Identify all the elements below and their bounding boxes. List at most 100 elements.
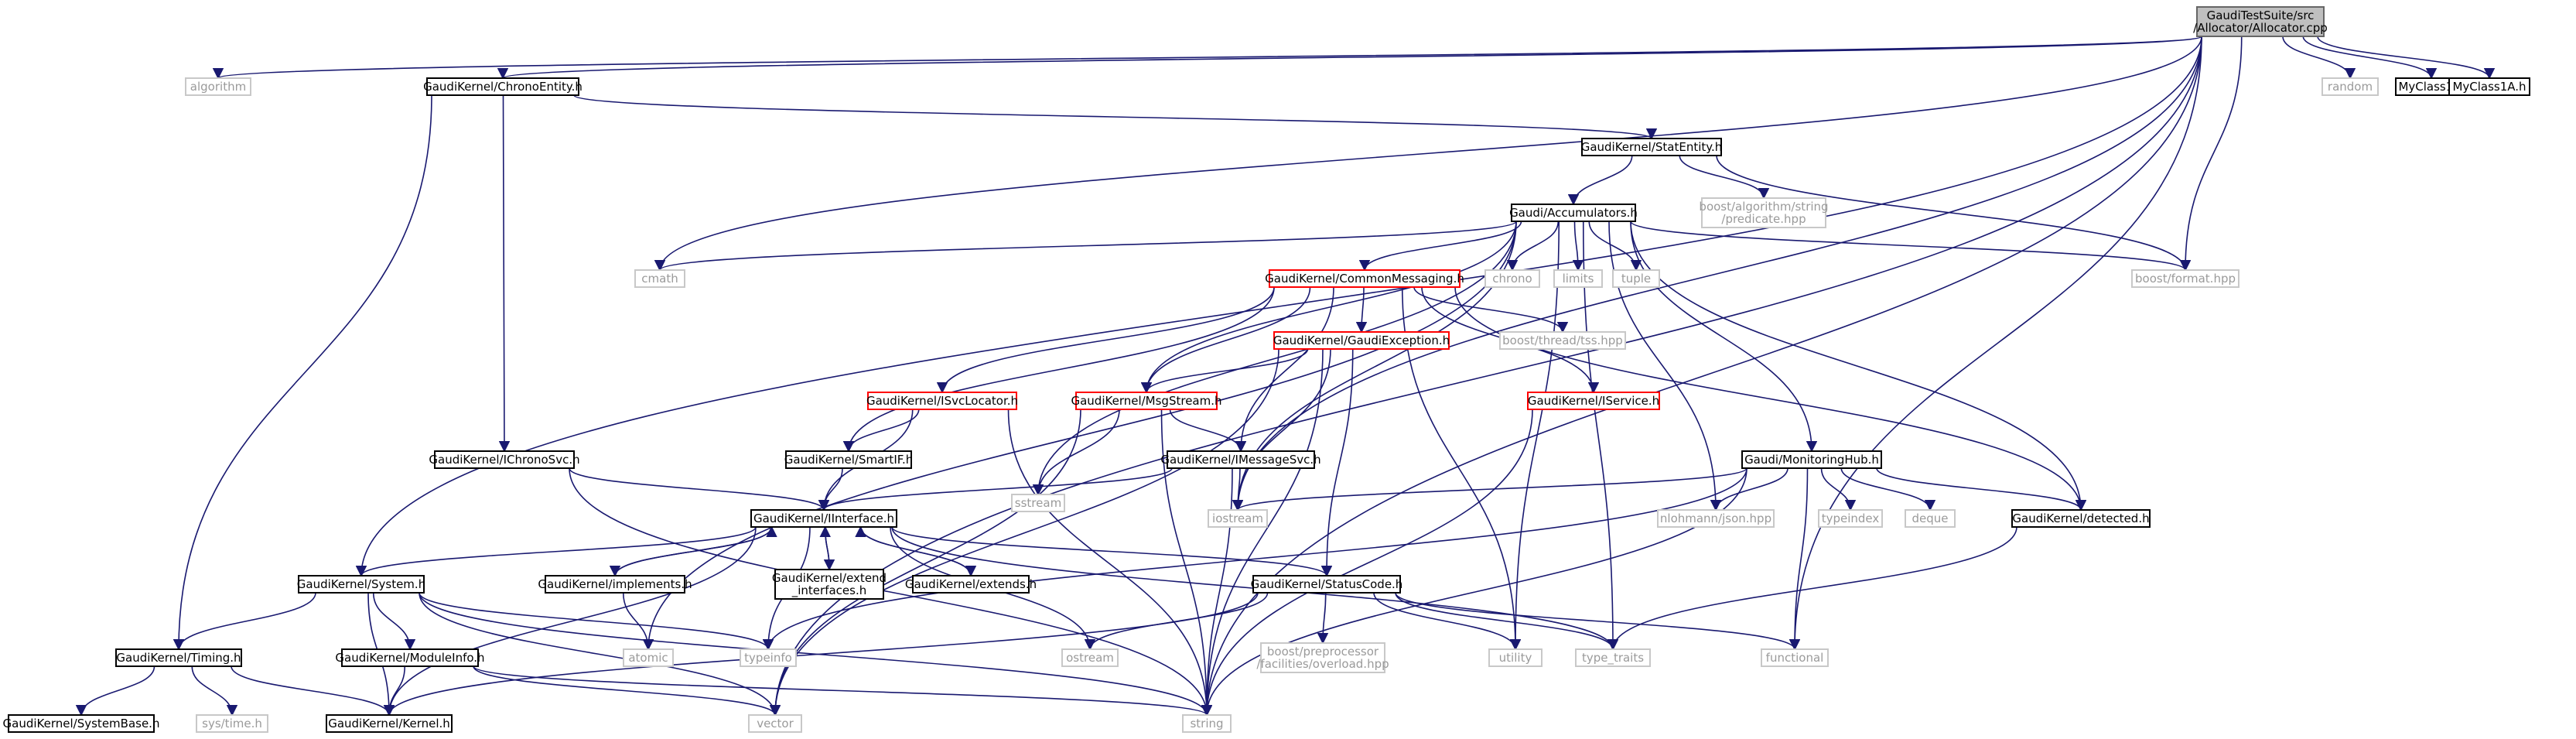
edge-implements-to-atomic: [622, 592, 654, 651]
edge-arrow: [473, 665, 1212, 717]
node-typeinfo: typeinfo: [740, 648, 797, 667]
node-vector: vector: [748, 714, 802, 733]
node-label: GaudiKernel/Kernel.h: [328, 717, 450, 730]
edge-arrow: [1355, 286, 1368, 334]
edge-timing-to-systime: [191, 665, 238, 717]
node-label: tuple: [1621, 272, 1651, 286]
edge-arrow: [1160, 409, 1213, 717]
node-label: /Allocator/Allocator.cpp: [2193, 21, 2328, 35]
edge-root-to-system: [355, 36, 2202, 577]
edge-accumulators-to-chrono: [1506, 221, 1560, 272]
node-accumulators[interactable]: Gaudi/Accumulators.h: [1509, 204, 1638, 222]
node-label: MyClass1.h: [2398, 80, 2464, 94]
node-label: atomic: [628, 651, 668, 665]
node-box: [545, 575, 685, 594]
node-timing[interactable]: GaudiKernel/Timing.h: [115, 648, 242, 667]
edge-arrow: [1401, 286, 1522, 651]
edge-root-to-myclass1: [2302, 36, 2438, 80]
node-moduleinfo[interactable]: GaudiKernel/ModuleInfo.h: [335, 648, 485, 667]
node-msgstream[interactable]: GaudiKernel/MsgStream.h: [1071, 392, 1222, 410]
edge-statuscode-to-kernel: [383, 592, 1259, 717]
node-format: boost/format.hpp: [2131, 269, 2239, 288]
node-box: [1484, 269, 1540, 288]
edge-monitoringhub-to-iostream: [1232, 467, 1748, 511]
edge-implements-to-iinterface: [614, 525, 777, 576]
node-label: GaudiKernel/System.h: [297, 577, 425, 591]
edge-isvclocator-to-string: [1007, 409, 1213, 717]
node-imessagesvc[interactable]: GaudiKernel/IMessageSvc.h: [1160, 450, 1321, 469]
node-commonmsg[interactable]: GaudiKernel/CommonMessaging.h: [1265, 269, 1464, 288]
node-chronoentity[interactable]: GaudiKernel/ChronoEntity.h: [423, 77, 583, 96]
edge-system-to-string: [419, 592, 1213, 717]
edge-arrow: [1358, 221, 1522, 272]
node-box: [2131, 269, 2239, 288]
edge-ichronosvc-to-string: [569, 467, 1213, 717]
node-kernel[interactable]: GaudiKernel/Kernel.h: [326, 714, 453, 733]
node-label: Gaudi/MonitoringHub.h: [1744, 453, 1879, 467]
node-tuple: tuple: [1612, 269, 1660, 288]
edge-arrow: [231, 665, 395, 717]
edge-accumulators-to-cmath: [654, 221, 1517, 272]
edge-accumulators-to-utility: [1509, 221, 1560, 651]
node-label: GaudiKernel/ModuleInfo.h: [335, 651, 484, 665]
node-box: [1575, 648, 1651, 667]
edge-arrow: [1169, 409, 1247, 453]
node-box: [115, 648, 242, 667]
dependency-edges: [75, 36, 2496, 717]
edge-statentity-to-accumulators: [1567, 155, 1633, 206]
edge-arrow: [1201, 348, 1324, 717]
node-label: GaudiKernel/detected.h: [2012, 511, 2149, 525]
edge-gaudiexc-to-statuscode: [1320, 348, 1354, 577]
node-label: GaudiKernel/IService.h: [1528, 394, 1659, 408]
node-ostream: ostream: [1061, 648, 1119, 667]
node-smartif[interactable]: GaudiKernel/SmartIF.h: [784, 450, 913, 469]
node-label: GaudiKernel/StatusCode.h: [1251, 577, 1403, 591]
node-label: limits: [1563, 272, 1594, 286]
node-box: [623, 648, 674, 667]
node-string: string: [1182, 714, 1232, 733]
node-label: GaudiKernel/GaudiException.h: [1273, 334, 1450, 347]
edge-system-to-typeinfo: [419, 592, 774, 651]
edge-statuscode-to-functional: [1395, 592, 1801, 651]
edge-arrow: [769, 348, 1279, 717]
node-box: [634, 269, 685, 288]
node-extendinterfaces[interactable]: GaudiKernel/extend_interfaces.h: [772, 569, 887, 600]
node-implements[interactable]: GaudiKernel/implements.h: [538, 575, 692, 594]
node-label: chrono: [1492, 272, 1532, 286]
node-box: [1499, 331, 1626, 350]
edge-arrow: [614, 525, 777, 576]
node-isvclocator[interactable]: GaudiKernel/ISvcLocator.h: [866, 392, 1018, 410]
edge-arrow: [1007, 409, 1213, 717]
edge-accumulators-to-atomic: [642, 221, 1517, 651]
node-gaudiexc[interactable]: GaudiKernel/GaudiException.h: [1273, 331, 1450, 350]
node-box: [2448, 77, 2530, 96]
node-box: [1260, 642, 1385, 673]
node-extends[interactable]: GaudiKernel/extends.h: [905, 575, 1037, 594]
node-ichronosvc[interactable]: GaudiKernel/IChronoSvc.h: [429, 450, 580, 469]
node-box: [1527, 392, 1660, 410]
edge-arrow: [473, 665, 781, 717]
edge-iinterface-to-system: [356, 526, 757, 577]
edge-root-to-format: [2179, 36, 2243, 272]
node-iinterface[interactable]: GaudiKernel/IInterface.h: [750, 509, 897, 528]
edge-arrow: [1789, 36, 2202, 651]
node-root[interactable]: GaudiTestSuite/src/Allocator/Allocator.c…: [2193, 6, 2328, 37]
node-system[interactable]: GaudiKernel/System.h: [297, 575, 425, 594]
node-label: GaudiKernel/ChronoEntity.h: [423, 80, 583, 94]
node-myclass1a[interactable]: MyClass1A.h: [2448, 77, 2530, 96]
edge-isvclocator-to-smartif: [842, 409, 920, 453]
header-nodes: GaudiTestSuite/src/Allocator/Allocator.c…: [3, 6, 2530, 733]
edge-extendinterfaces-to-iinterface: [819, 525, 831, 570]
node-statuscode[interactable]: GaudiKernel/StatusCode.h: [1251, 575, 1403, 594]
node-detected[interactable]: GaudiKernel/detected.h: [2011, 509, 2151, 528]
edge-arrow: [1840, 467, 1936, 511]
node-iservice[interactable]: GaudiKernel/IService.h: [1527, 392, 1660, 410]
edge-arrow: [654, 221, 1517, 272]
node-systembase[interactable]: GaudiKernel/SystemBase.h: [3, 714, 160, 733]
node-box: [341, 648, 479, 667]
node-statentity[interactable]: GaudiKernel/StatEntity.h: [1581, 138, 1723, 156]
node-label: typeinfo: [744, 651, 792, 665]
edge-arrow: [419, 592, 781, 717]
node-monitoringhub[interactable]: Gaudi/MonitoringHub.h: [1741, 450, 1882, 469]
